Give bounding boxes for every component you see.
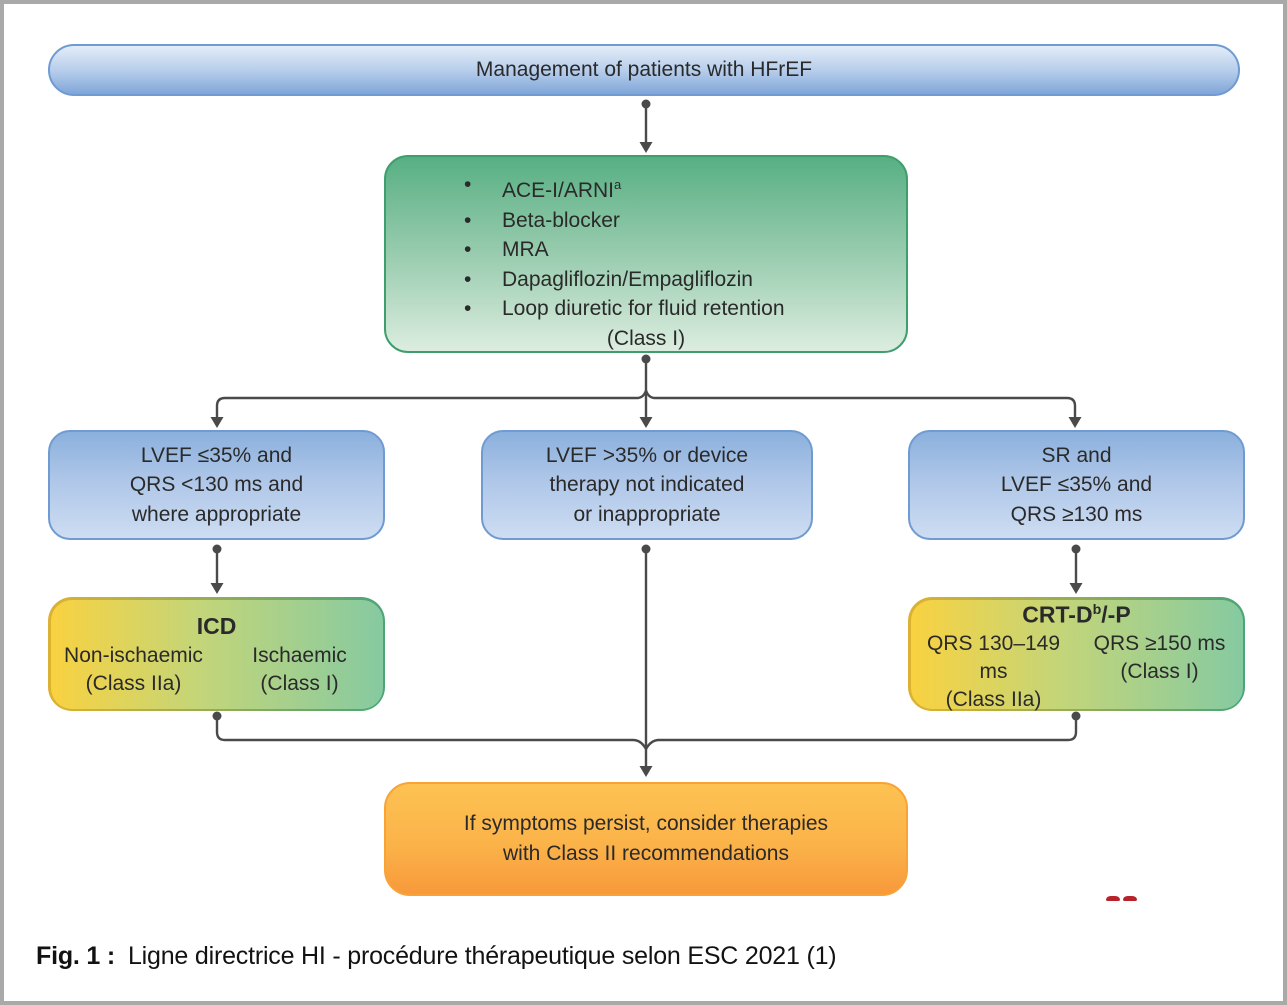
crt-title: CRT-Db/-P xyxy=(1022,601,1131,628)
icd-title: ICD xyxy=(196,613,237,639)
therapy-list-item: • MRA xyxy=(464,235,906,265)
root-node-label: Management of patients with HFrEF xyxy=(475,58,813,81)
icd-left-option: Non-ischaemic (Class IIa) xyxy=(51,642,217,698)
branch-line: or inappropriate xyxy=(573,502,721,526)
icd-node-inner: ICD Non-ischaemic (Class IIa) Ischaemic … xyxy=(50,599,383,709)
bullet-icon: • xyxy=(464,173,472,196)
connector-merge-left xyxy=(215,716,648,750)
icd-options: Non-ischaemic (Class IIa) Ischaemic (Cla… xyxy=(51,642,383,698)
bullet-icon: • xyxy=(464,267,472,291)
therapy-item-label: Dapagliflozin/Empagliflozin xyxy=(502,267,753,291)
crt-left-option: QRS 130–149 ms (Class IIa) xyxy=(911,630,1077,714)
therapy-list-item: • ACE-I/ARNIa xyxy=(464,170,906,206)
icd-right-option: Ischaemic (Class I) xyxy=(217,642,383,698)
outcome-line: with Class II recommendations xyxy=(503,842,789,865)
connector-merge-right xyxy=(644,716,1078,750)
crt-node-inner: CRT-Db/-P QRS 130–149 ms (Class IIa) QRS… xyxy=(910,599,1243,711)
therapy-node: • ACE-I/ARNIa • Beta-blocker • MRA • Dap… xyxy=(384,155,908,353)
crt-options: QRS 130–149 ms (Class IIa) QRS ≥150 ms (… xyxy=(911,630,1243,714)
outcome-line: If symptoms persist, consider therapies xyxy=(463,812,829,835)
caption-prefix: Fig. 1 : xyxy=(36,942,115,970)
cropped-red-digits xyxy=(1106,896,1137,901)
option-label: Ischaemic xyxy=(252,644,347,667)
option-label: QRS ≥150 ms xyxy=(1093,632,1226,656)
caption-text: Ligne directrice HI - procédure thérapeu… xyxy=(127,942,837,970)
therapy-item-label: Loop diuretic for fluid retention xyxy=(502,297,785,320)
bullet-icon: • xyxy=(464,297,472,320)
branch-node-middle: LVEF >35% or device therapy not indicate… xyxy=(481,430,813,540)
option-label: Non-ischaemic xyxy=(64,644,203,667)
connector-branch-bracket xyxy=(215,386,1077,418)
therapy-class-note: (Class I) xyxy=(606,326,686,350)
superscript-note: a xyxy=(614,177,622,192)
therapy-list: • ACE-I/ARNIa • Beta-blocker • MRA • Dap… xyxy=(386,157,906,324)
root-node: Management of patients with HFrEF xyxy=(48,44,1240,96)
figure-caption: Fig. 1 : Ligne directrice HI - procédure … xyxy=(36,942,837,971)
branch-line: QRS <130 ms and xyxy=(129,473,304,497)
branch-node-right: SR and LVEF ≤35% and QRS ≥130 ms xyxy=(908,430,1245,540)
icd-node: ICD Non-ischaemic (Class IIa) Ischaemic … xyxy=(48,597,385,711)
branch-line: where appropriate xyxy=(131,502,302,526)
option-class: (Class I) xyxy=(260,672,339,695)
therapy-list-item: • Beta-blocker xyxy=(464,206,906,236)
branch-line: LVEF ≤35% and xyxy=(1000,473,1153,497)
option-class: (Class IIa) xyxy=(85,672,182,695)
branch-line: LVEF ≤35% and xyxy=(140,443,293,467)
option-label: QRS 130–149 ms xyxy=(926,632,1061,684)
crt-node: CRT-Db/-P QRS 130–149 ms (Class IIa) QRS… xyxy=(908,597,1245,711)
branch-node-left: LVEF ≤35% and QRS <130 ms and where appr… xyxy=(48,430,385,540)
connector-dots xyxy=(212,99,1081,721)
branch-line: SR and xyxy=(1041,443,1112,467)
option-class: (Class I) xyxy=(1120,660,1199,684)
therapy-item-label: Beta-blocker xyxy=(502,208,620,232)
bullet-icon: • xyxy=(464,238,472,261)
branch-line: LVEF >35% or device xyxy=(545,443,749,467)
therapy-list-item: • Loop diuretic for fluid retention xyxy=(464,294,906,324)
branch-line: QRS ≥130 ms xyxy=(1010,502,1143,526)
outcome-node: If symptoms persist, consider therapies … xyxy=(384,782,908,896)
therapy-list-item: • Dapagliflozin/Empagliflozin xyxy=(464,265,906,295)
superscript-note: b xyxy=(1092,601,1102,618)
therapy-item-label: ACE-I/ARNIa xyxy=(502,177,622,202)
crt-right-option: QRS ≥150 ms (Class I) xyxy=(1077,630,1243,714)
option-class: (Class IIa) xyxy=(945,688,1042,712)
arrowhead-icons xyxy=(210,142,1083,777)
bullet-icon: • xyxy=(464,208,472,232)
therapy-item-label: MRA xyxy=(502,238,549,261)
branch-line: therapy not indicated xyxy=(549,473,745,497)
